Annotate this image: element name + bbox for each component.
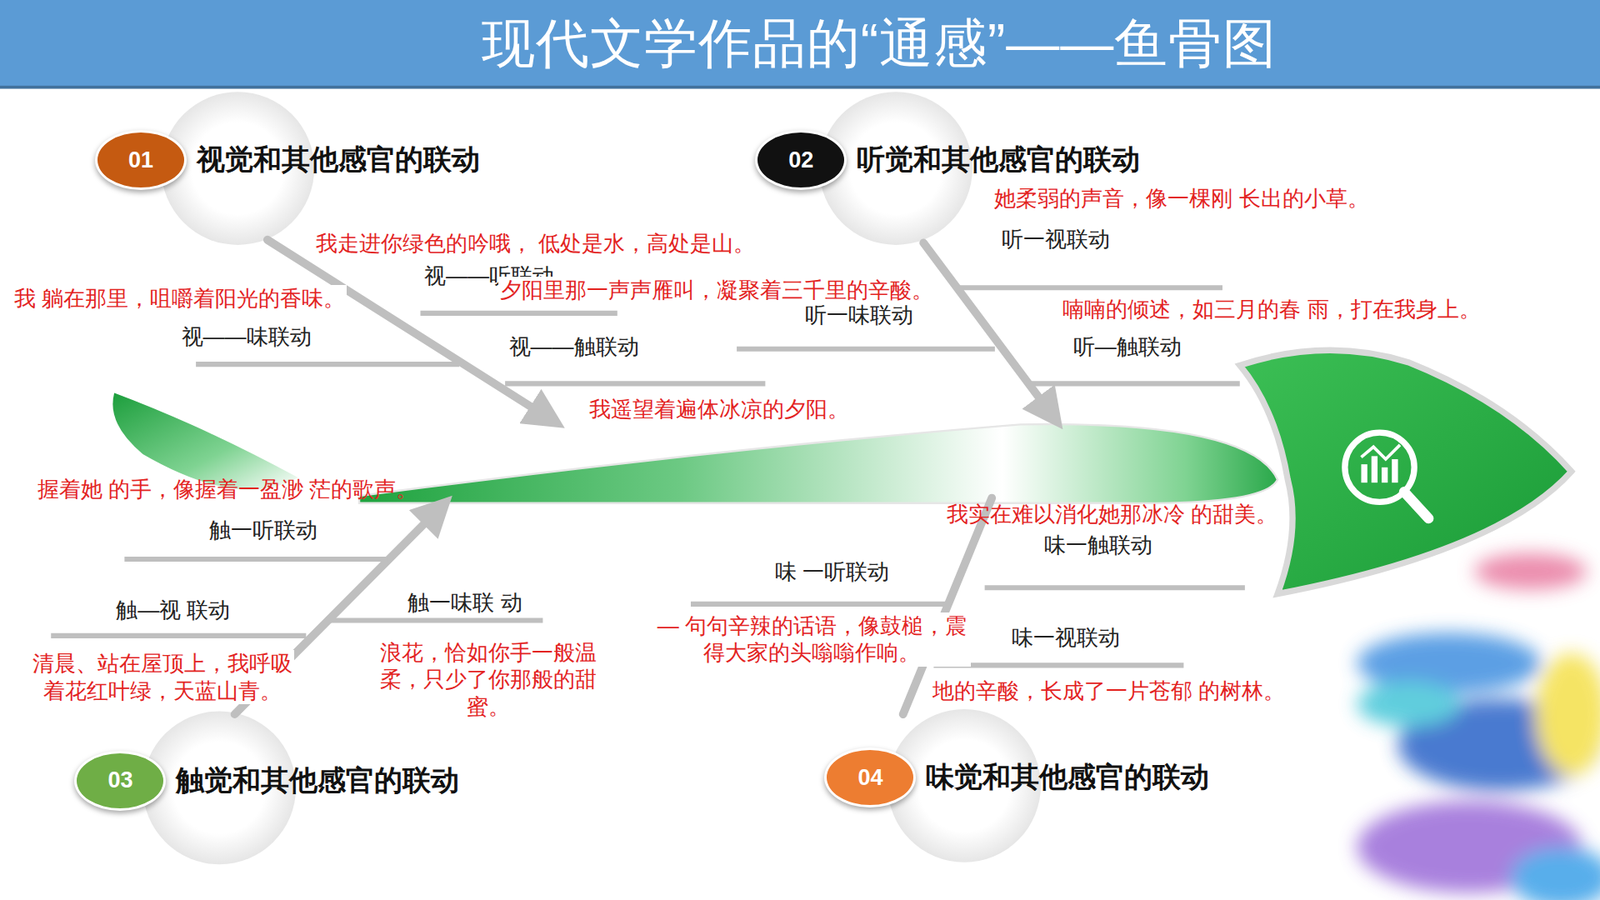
title-bar <box>0 0 1600 88</box>
sense-label: 视——味联动 <box>180 323 314 351</box>
sense-label: 触—视 联动 <box>114 596 232 625</box>
example-sentence: 我实在难以消化她那冰冷 的甜美。 <box>945 500 1280 529</box>
callout-number: 01 <box>95 130 187 190</box>
rib <box>124 556 388 562</box>
example-sentence: 我走进你绿色的吟哦， 低处是水，高处是山。 <box>314 230 757 258</box>
rib <box>736 346 995 352</box>
example-sentence: 浪花，恰如你手一般温柔，只少了你那般的甜蜜。 <box>365 639 611 721</box>
rib <box>690 601 950 607</box>
branch-title: 视觉和其他感官的联动 <box>196 140 480 180</box>
example-sentence: 喃喃的倾述，如三月的春 雨，打在我身上。 <box>1060 295 1482 324</box>
branch-heading: 01视觉和其他感官的联动 <box>95 130 480 190</box>
ink-blob <box>1357 681 1460 727</box>
ink-blob <box>1535 653 1600 776</box>
branch-heading: 02听觉和其他感官的联动 <box>755 130 1140 190</box>
fish-head <box>1240 350 1572 594</box>
analysis-icon <box>1345 432 1429 519</box>
sense-label: 视——触联动 <box>507 333 641 361</box>
rib <box>326 617 544 623</box>
icon-bar <box>1360 464 1367 483</box>
ink-splash <box>1357 553 1600 900</box>
callout-number: 04 <box>824 747 916 808</box>
rib <box>505 380 765 386</box>
example-sentence: 她柔弱的声音，像一棵刚 长出的小草。 <box>992 185 1370 213</box>
sense-label: 味 一听联动 <box>773 558 891 586</box>
sense-label: 听—触联动 <box>1071 333 1184 361</box>
branch-heading: 03触觉和其他感官的联动 <box>74 750 460 811</box>
branch-title: 听觉和其他感官的联动 <box>856 140 1140 180</box>
example-sentence: 地的辛酸，长成了一片苍郁 的树林。 <box>930 677 1287 705</box>
rib <box>985 585 1245 590</box>
sense-label: 听一视联动 <box>1000 225 1112 254</box>
icon-bar <box>1371 455 1378 483</box>
callout-number: 02 <box>755 130 847 190</box>
icon-bar <box>1381 467 1388 483</box>
rib <box>50 633 306 639</box>
page-title: 现代文学作品的“通感”——鱼骨图 <box>0 0 1600 88</box>
rib <box>420 310 617 316</box>
rib <box>933 662 1184 668</box>
sense-label: 味一视联动 <box>1010 624 1122 652</box>
fish-spine <box>359 424 1278 504</box>
example-sentence: 我 躺在那里，咀嚼着阳光的香味。 <box>12 285 347 313</box>
sense-label: 触一听联动 <box>207 516 320 545</box>
sense-label: 听一味联动 <box>803 301 915 330</box>
example-sentence: 清晨、站在屋顶上，我呼吸 着花红叶绿，天蓝山青。 <box>30 650 295 705</box>
icon-handle <box>1404 491 1429 519</box>
bone <box>923 242 1054 416</box>
example-sentence: 握着她 的手，像握着一盈渺 茫的歌声。 <box>35 475 420 504</box>
branch-heading: 04味觉和其他感官的联动 <box>824 747 1210 808</box>
example-sentence: 我遥望着遍体冰凉的夕阳。 <box>587 395 851 424</box>
rib <box>195 361 460 367</box>
ink-blob <box>1474 553 1587 590</box>
icon-trend <box>1360 445 1400 460</box>
fish-tail <box>112 392 298 490</box>
callout-number: 03 <box>74 750 166 811</box>
icon-bar <box>1391 459 1398 483</box>
branch-title: 触觉和其他感官的联动 <box>175 761 460 800</box>
rib <box>1030 380 1240 386</box>
example-sentence: — 句句辛辣的话语，像鼓槌，震得大家的头嗡嗡作响。 <box>653 612 971 667</box>
title-rule <box>0 85 1600 90</box>
branch-title: 味觉和其他感官的联动 <box>925 758 1210 797</box>
example-sentence: 夕阳里那一声声雁叫，凝聚着三千里的辛酸。 <box>498 276 935 305</box>
rib <box>959 285 1223 290</box>
sense-label: 味一触联动 <box>1042 531 1155 560</box>
sense-label: 触一味联 动 <box>405 589 524 617</box>
ink-blob <box>1510 846 1600 900</box>
